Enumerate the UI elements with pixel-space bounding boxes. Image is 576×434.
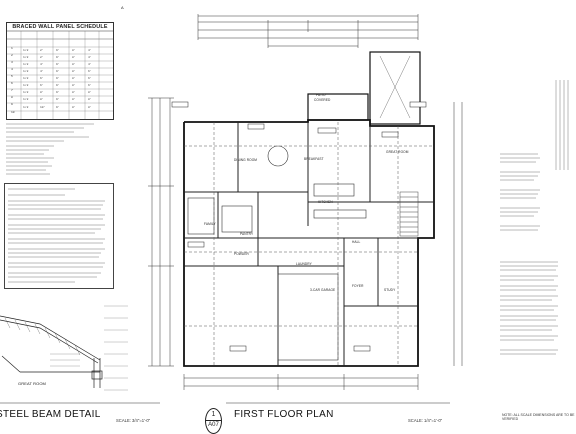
- schedule-row-4: 4: [11, 68, 13, 71]
- room-label-family: FAMILY: [204, 222, 216, 226]
- notes-lines: [8, 188, 105, 283]
- schedule-notes: [6, 123, 94, 175]
- svg-text:9': 9': [56, 62, 60, 66]
- svg-text:9': 9': [56, 83, 60, 87]
- svg-text:6': 6': [40, 76, 44, 80]
- svg-text:4': 4': [88, 62, 92, 66]
- svg-text:1/2: 1/2: [23, 105, 29, 109]
- detail-bubble: 1 A07: [205, 408, 222, 434]
- room-label-laundry: LAUNDRY: [296, 262, 312, 266]
- svg-text:8': 8': [88, 90, 92, 94]
- svg-text:4': 4': [40, 69, 44, 73]
- svg-text:8': 8': [72, 76, 76, 80]
- first-floor-plan-title: FIRST FLOOR PLAN: [234, 409, 334, 420]
- svg-text:4': 4': [88, 55, 92, 59]
- sheet-note: NOTE: ALL SCALE DIMENSIONS ARE TO BE VER…: [502, 413, 575, 421]
- schedule-row-2: 2: [11, 54, 13, 57]
- braced-wall-notes-box: [4, 183, 114, 289]
- room-label-pantry: PANTRY: [240, 232, 254, 236]
- right-notes-lines: [500, 153, 558, 355]
- svg-text:9': 9': [56, 90, 60, 94]
- svg-text:1/2: 1/2: [23, 76, 29, 80]
- svg-text:9': 9': [56, 97, 60, 101]
- schedule-row-3: 3: [11, 61, 13, 64]
- svg-text:8': 8': [88, 97, 92, 101]
- svg-text:9': 9': [56, 105, 60, 109]
- svg-text:1/2: 1/2: [23, 90, 29, 94]
- svg-text:8': 8': [72, 90, 76, 94]
- room-label-study: STUDY: [384, 288, 396, 292]
- title-block-vertical-lines: [555, 80, 569, 170]
- svg-text:8': 8': [72, 48, 76, 52]
- svg-text:1/2: 1/2: [23, 83, 29, 87]
- first-floor-plan-scale: SCALE: 1/4"=1'-0": [408, 418, 443, 423]
- svg-text:1/2: 1/2: [23, 62, 29, 66]
- schedule-row-1: 1: [11, 47, 13, 50]
- room-label-patio: PATIO: [316, 93, 326, 97]
- svg-text:1/2: 1/2: [23, 55, 29, 59]
- room-label-powder: POWDER: [234, 252, 249, 256]
- svg-text:8': 8': [72, 62, 76, 66]
- detail-number: 1: [211, 411, 216, 418]
- svg-text:9': 9': [56, 76, 60, 80]
- schedule-row-8: 8: [11, 96, 13, 99]
- svg-text:9': 9': [56, 69, 60, 73]
- svg-text:6': 6': [88, 76, 92, 80]
- svg-text:8': 8': [40, 97, 44, 101]
- schedule-row-5: 5: [11, 75, 13, 78]
- room-label-covered: COVERED: [314, 98, 331, 102]
- svg-text:8': 8': [88, 105, 92, 109]
- svg-text:8': 8': [72, 105, 76, 109]
- svg-text:8': 8': [72, 83, 76, 87]
- svg-text:1/2: 1/2: [23, 97, 29, 101]
- svg-text:9': 9': [56, 48, 60, 52]
- svg-text:6': 6': [88, 69, 92, 73]
- room-label-great-room: GREAT ROOM: [386, 150, 409, 154]
- svg-text:9': 9': [56, 55, 60, 59]
- room-label-dining: DINING ROOM: [234, 158, 258, 162]
- room-label-breakfast: BREAKFAST: [304, 157, 324, 161]
- svg-text:1/2: 1/2: [23, 48, 29, 52]
- schedule-grid: 1/2 2' 9' 8' 4' 1/2 2' 9' 8' 4' 1/2 4' 9' 8' 4' 1/2 4…: [7, 30, 113, 119]
- steel-beam-detail-scale: SCALE: 3/4"=1'-0": [116, 418, 151, 423]
- room-label-hall: HALL: [352, 240, 361, 244]
- svg-text:4': 4': [88, 48, 92, 52]
- schedule-title: BRACED WALL PANEL SCHEDULE: [12, 24, 108, 30]
- svg-text:2': 2': [40, 55, 44, 59]
- svg-text:4': 4': [40, 62, 44, 66]
- svg-text:8': 8': [72, 55, 76, 59]
- schedule-row-10: 10: [11, 111, 15, 114]
- schedule-row-9: 9: [11, 103, 13, 106]
- braced-wall-panel-schedule: BRACED WALL PANEL SCHEDULE 1/2 2' 9' 8' 4' 1…: [6, 22, 114, 120]
- schedule-row-7: 7: [11, 89, 13, 92]
- room-label-garage: 3-CAR GARAGE: [310, 288, 336, 292]
- steel-beam-detail-title: STEEL BEAM DETAIL: [0, 409, 101, 420]
- first-floor-plan-drawing: [148, 14, 463, 390]
- schedule-row-6: 6: [11, 82, 13, 85]
- sheet-corner-mark: A: [121, 5, 124, 10]
- sheet-number: A07: [208, 422, 219, 428]
- svg-text:8': 8': [40, 90, 44, 94]
- svg-text:6': 6': [88, 83, 92, 87]
- svg-text:10': 10': [40, 105, 46, 109]
- svg-text:1/2: 1/2: [23, 69, 29, 73]
- svg-text:2': 2': [40, 48, 44, 52]
- steel-beam-detail-drawing: [0, 305, 128, 391]
- svg-text:6': 6': [40, 83, 44, 87]
- svg-text:8': 8': [72, 69, 76, 73]
- room-label-foyer: FOYER: [352, 284, 364, 288]
- detail-room-label: GREAT ROOM: [18, 381, 46, 386]
- svg-text:8': 8': [72, 97, 76, 101]
- room-label-kitchen: KITCHEN: [318, 200, 333, 204]
